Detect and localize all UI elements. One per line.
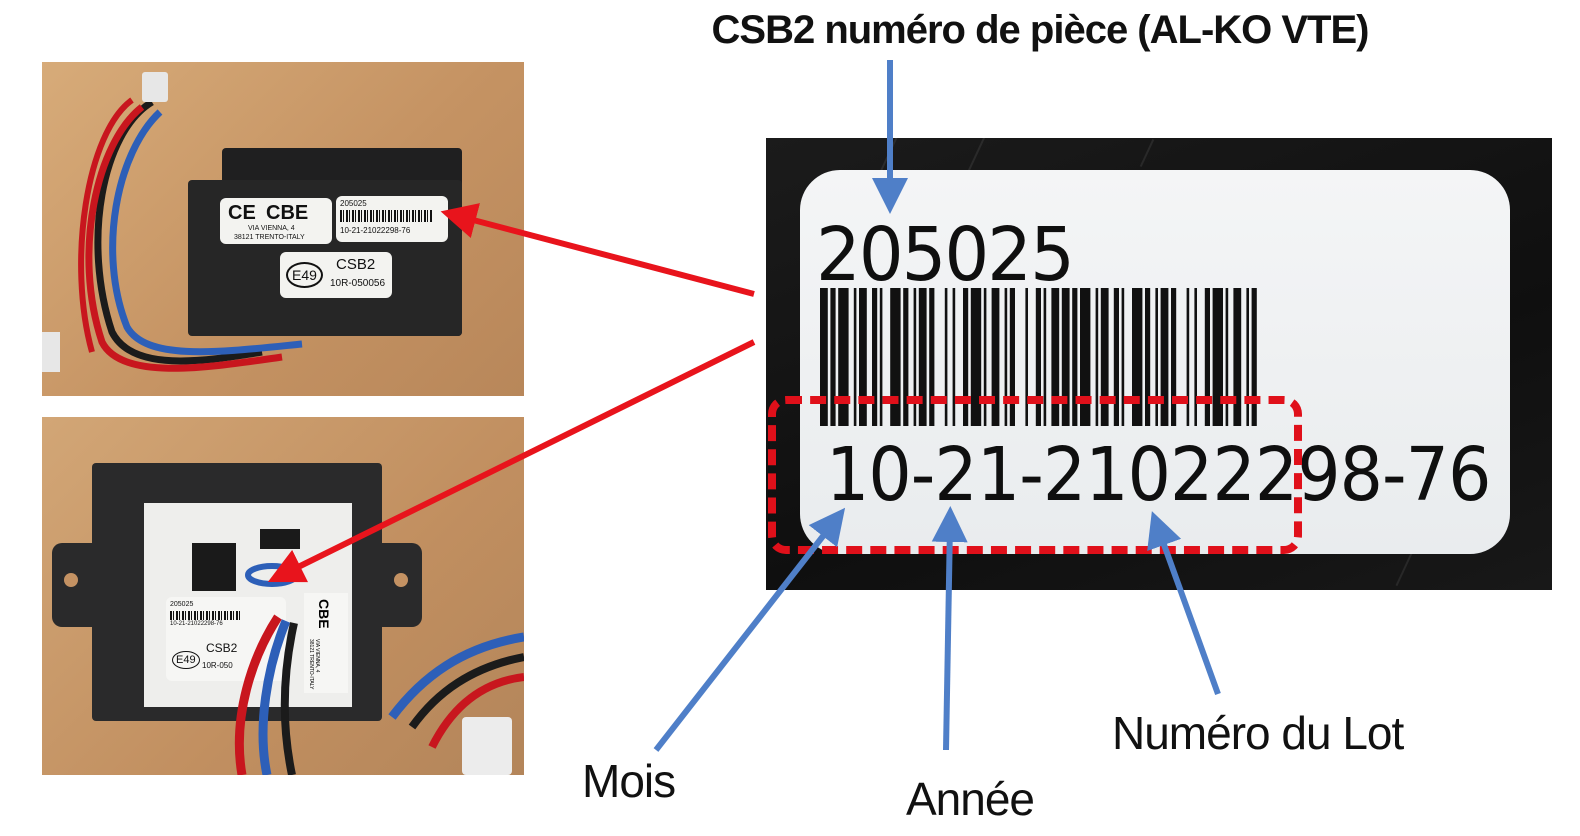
- barcode-bar: [1004, 288, 1008, 426]
- barcode-bar: [872, 288, 878, 426]
- mounting-hole-left: [64, 573, 78, 587]
- barcode-bar: [1204, 288, 1210, 426]
- blue-arrow-month: [653, 507, 846, 752]
- barcode-bar: [1171, 288, 1177, 426]
- address-line-1: VIA VIENNA, 4: [248, 225, 295, 232]
- inner-e-mark: E49: [172, 651, 200, 669]
- callout-month: Mois: [582, 755, 676, 807]
- barcode-bar: [879, 288, 883, 426]
- brand-logo-text: CBE: [266, 202, 309, 224]
- label-part-number: 205025: [816, 212, 1075, 298]
- barcode-bar: [1009, 288, 1015, 426]
- approval-sticker: E49 CSB2 10R-050056: [280, 252, 392, 298]
- barcode-bar: [963, 288, 969, 426]
- barcode-bar: [918, 288, 927, 426]
- callout-lot-number: Numéro du Lot: [1112, 707, 1404, 759]
- barcode-bar: [1160, 288, 1169, 426]
- product-label: [800, 170, 1510, 554]
- page-title: CSB2 numéro de pièce (AL-KO VTE): [711, 8, 1370, 52]
- barcode-bar: [1132, 288, 1143, 426]
- brand-sticker: CE CBE VIA VIENNA, 4 38121 TRENTO-ITALY: [220, 198, 332, 244]
- component: [260, 529, 300, 549]
- chip: [192, 543, 236, 591]
- blue-arrow-year: [931, 506, 968, 751]
- barcode-bar: [983, 288, 987, 426]
- barcode-bar: [1043, 288, 1047, 426]
- barcode-bar: [1025, 288, 1028, 426]
- barcode-bar: [853, 288, 857, 426]
- open-wires-illustration: [234, 563, 524, 775]
- wires-illustration: [42, 72, 303, 372]
- label-barcode: [820, 288, 1257, 426]
- barcode-bar: [929, 288, 935, 426]
- serial-small: 10-21-21022298-76: [340, 226, 411, 235]
- inner-sticker: 205025 10-21-21022298-76 E49 CSB2 10R-05…: [166, 597, 286, 681]
- inner-barcode: [170, 611, 240, 620]
- barcode-bar: [970, 288, 982, 426]
- barcode-bar: [952, 288, 956, 426]
- red-arrow-to-inner-sticker: [267, 339, 756, 583]
- highlight-dashed-box: [768, 396, 1302, 554]
- model-name: CSB2: [336, 256, 376, 273]
- barcode-bar: [859, 288, 867, 426]
- barcode-bar: [1155, 288, 1158, 426]
- blue-arrow-lot: [1147, 511, 1221, 696]
- inner-model: CSB2: [206, 641, 238, 655]
- barcode-bar: [991, 288, 1000, 426]
- barcode-bar: [830, 288, 836, 426]
- red-arrow-to-top-sticker: [440, 203, 755, 297]
- address-line-2: 38121 TRENTO-ITALY: [234, 234, 305, 241]
- barcode-bar: [1251, 288, 1257, 426]
- barcode-bar: [1145, 288, 1151, 426]
- barcode-bar: [1246, 288, 1249, 426]
- barcode-bar: [1080, 288, 1091, 426]
- part-number-small: 205025: [340, 199, 367, 208]
- barcode-bar: [1212, 288, 1223, 426]
- barcode-bar: [1121, 288, 1125, 426]
- barcode-bar: [1095, 288, 1099, 426]
- barcode-bar: [1051, 288, 1060, 426]
- barcode-bar: [820, 288, 828, 426]
- barcode-bar: [1061, 288, 1070, 426]
- barcode-bar: [913, 288, 917, 426]
- barcode-bar: [838, 288, 849, 426]
- ce-mark: CE: [228, 202, 256, 224]
- callout-year: Année: [906, 773, 1035, 825]
- barcode-bar: [1194, 288, 1197, 426]
- barcode-bar: [1100, 288, 1109, 426]
- barcode-small: [340, 210, 432, 222]
- inner-serial: 10-21-21022298-76: [170, 621, 223, 627]
- barcode-bar: [1186, 288, 1190, 426]
- barcode-bar: [890, 288, 901, 426]
- barcode-bar: [1233, 288, 1242, 426]
- barcode-bar: [944, 288, 948, 426]
- barcode-bar: [1225, 288, 1229, 426]
- part-sticker: 205025 10-21-21022298-76: [336, 196, 448, 242]
- barcode-bar: [1072, 288, 1078, 426]
- inner-approval: 10R-050: [202, 661, 233, 670]
- barcode-bar: [1035, 288, 1041, 426]
- barcode-bar: [1113, 288, 1119, 426]
- label-serial-number: 10-21-21022298-76: [826, 432, 1491, 518]
- barcode-bar: [903, 288, 909, 426]
- inner-part-number: 205025: [170, 601, 194, 608]
- module-photo-open: 205025 10-21-21022298-76 E49 CSB2 10R-05…: [42, 417, 524, 775]
- mounting-hole-right: [394, 573, 408, 587]
- inner-brand-sticker: CBE VIA VIENNA, 4 38121 TRENTO-ITALY: [304, 593, 348, 693]
- e-mark: E49: [286, 262, 323, 288]
- approval-number: 10R-050056: [330, 278, 386, 289]
